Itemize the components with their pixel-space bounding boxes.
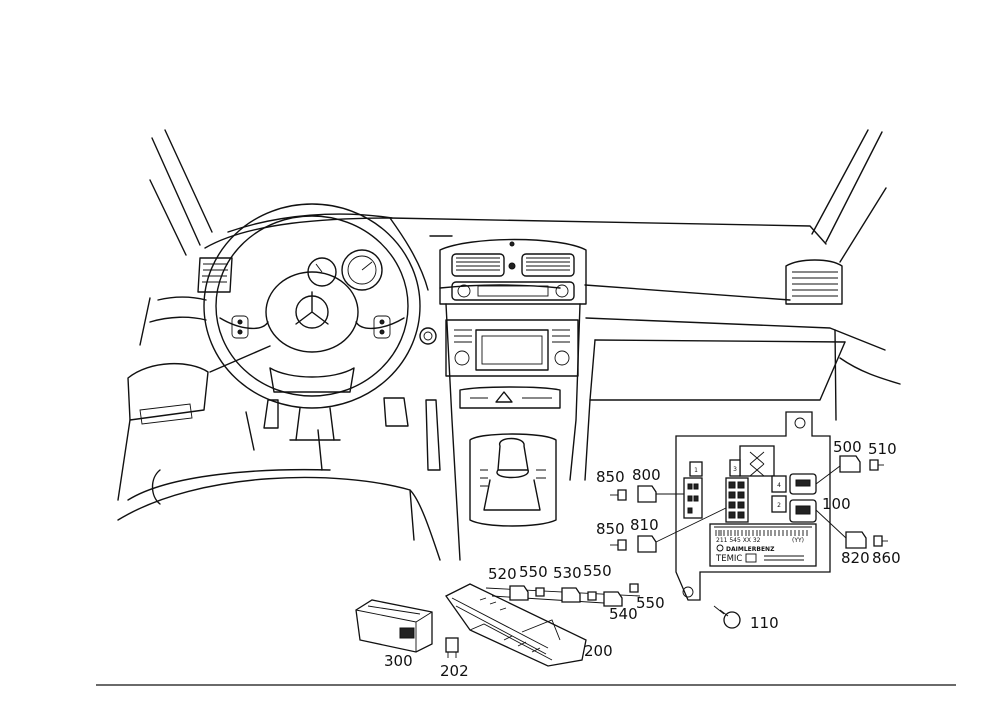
callout-500: 500 <box>833 438 862 456</box>
callout-860: 860 <box>872 549 901 567</box>
brand-label: DAIMLERBENZ <box>726 546 775 553</box>
callout-550-b: 550 <box>583 562 612 580</box>
connector-500 <box>815 455 861 485</box>
callout-810: 810 <box>630 516 659 534</box>
callout-550-c: 550 <box>636 594 665 612</box>
connector-800 <box>637 485 684 503</box>
connector-1-label: 1 <box>694 467 698 474</box>
gear-shifter <box>469 433 557 527</box>
callout-530: 530 <box>553 564 582 582</box>
connector-3-label: 3 <box>733 466 737 473</box>
steering-buttons-right <box>373 315 391 339</box>
warning-label <box>739 445 775 477</box>
callout-540: 540 <box>609 605 638 623</box>
callout-820: 820 <box>841 549 870 567</box>
pin-860 <box>873 535 888 547</box>
socket-right <box>789 473 817 523</box>
steering-buttons-left <box>231 315 249 339</box>
callout-510: 510 <box>868 440 897 458</box>
pin-510 <box>869 459 884 471</box>
connector-810 <box>637 507 727 553</box>
relay-connectors <box>509 583 639 607</box>
connector-820 <box>815 509 867 549</box>
screw-110 <box>713 605 741 629</box>
callout-110: 110 <box>750 614 779 632</box>
version-code: (YY) <box>792 537 804 544</box>
module-label-plate: 211 545 XX 32 (YY) DAIMLERBENZ TEMIC <box>709 523 817 567</box>
part-number: 211 545 XX 32 <box>716 537 761 544</box>
left-air-vent <box>197 257 233 293</box>
pin-850-lower <box>610 539 627 551</box>
ignition-switch <box>419 327 437 345</box>
module-300 <box>355 599 433 653</box>
instrument-cluster <box>307 249 383 291</box>
center-stack <box>439 238 587 561</box>
callout-800: 800 <box>632 466 661 484</box>
dashboard-outline <box>139 213 901 481</box>
supplier-label: TEMIC <box>715 554 742 564</box>
callout-850-lower: 850 <box>596 520 625 538</box>
fuse-202 <box>445 637 459 658</box>
door-and-seat <box>117 345 441 561</box>
right-air-vent <box>785 259 843 305</box>
barcode <box>715 530 808 536</box>
pin-850-upper <box>610 489 627 501</box>
windshield-pillars <box>149 129 887 263</box>
callout-520: 520 <box>488 565 517 583</box>
connector-2-label: 2 <box>777 502 781 509</box>
callout-202: 202 <box>440 662 469 680</box>
callout-550-a: 550 <box>519 563 548 581</box>
connector-4-label: 4 <box>777 482 781 489</box>
callout-200: 200 <box>584 642 613 660</box>
socket-left <box>683 477 703 519</box>
callout-100: 100 <box>822 495 851 513</box>
callout-850-upper: 850 <box>596 468 625 486</box>
callout-300: 300 <box>384 652 413 670</box>
socket-middle <box>725 477 749 523</box>
steering-wheel <box>203 203 421 441</box>
control-module-100: 3 4 2 1 <box>675 411 831 601</box>
